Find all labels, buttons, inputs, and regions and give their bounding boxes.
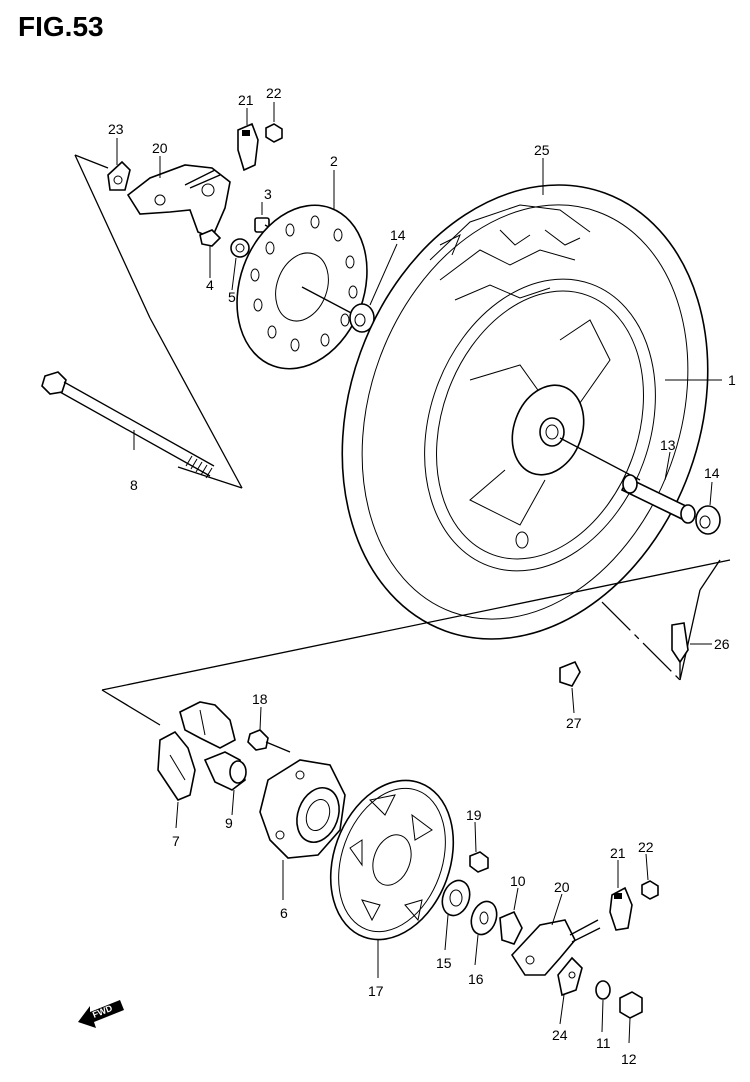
callout-1: 1 — [728, 372, 736, 388]
rear-wheel — [341, 184, 709, 640]
leader-lines — [116, 102, 722, 1044]
pad-clip-top — [237, 122, 283, 172]
washer — [470, 900, 498, 936]
callout-4: 4 — [206, 277, 214, 293]
callout-22-bottom: 22 — [638, 839, 654, 855]
chain-adjuster — [510, 919, 601, 976]
callout-2: 2 — [330, 153, 338, 169]
callout-11: 11 — [596, 1035, 611, 1051]
cush-drive-dampers — [157, 701, 236, 801]
callout-6: 6 — [280, 905, 288, 921]
callout-24: 24 — [552, 1027, 568, 1043]
pad-clip-bottom — [609, 880, 659, 931]
axle-bolt — [41, 371, 215, 479]
callout-19: 19 — [466, 807, 482, 823]
callout-25: 25 — [534, 142, 550, 158]
axle-center-line — [559, 437, 641, 481]
axle-washer — [595, 980, 611, 1000]
sprocket-drum — [259, 759, 346, 859]
caliper-bracket — [107, 160, 279, 258]
spacer-collar-right — [695, 505, 721, 535]
callout-21-bottom: 21 — [610, 845, 626, 861]
sprocket-bolt — [247, 729, 291, 753]
callout-27: 27 — [566, 715, 582, 731]
callout-13: 13 — [660, 437, 676, 453]
callout-18: 18 — [252, 691, 268, 707]
section-divider-lines — [101, 559, 731, 726]
callout-17: 17 — [368, 983, 384, 999]
fwd-arrow-icon: FWD — [78, 1000, 124, 1028]
callout-5: 5 — [228, 289, 236, 305]
callout-numbers: 1 2 3 4 5 6 7 8 9 10 11 12 13 14 14 15 1… — [108, 85, 736, 1067]
callout-10: 10 — [510, 873, 526, 889]
callout-16: 16 — [468, 971, 484, 987]
callout-3: 3 — [264, 186, 272, 202]
callout-26: 26 — [714, 636, 730, 652]
rear-sprocket — [329, 779, 455, 941]
callout-21-top: 21 — [238, 92, 254, 108]
callout-22-top: 22 — [266, 85, 282, 101]
callout-14-left: 14 — [390, 227, 406, 243]
callout-14-right: 14 — [704, 465, 720, 481]
sprocket-collar — [203, 751, 247, 791]
spacer — [499, 910, 523, 945]
callout-12: 12 — [621, 1051, 637, 1067]
sprocket-nut — [469, 851, 489, 873]
wheel-spacer — [620, 474, 696, 524]
brake-disc — [236, 204, 368, 370]
callout-20-top: 20 — [152, 140, 168, 156]
figure-title: FIG.53 — [18, 11, 104, 42]
callout-15: 15 — [436, 955, 452, 971]
balance-weight — [559, 660, 581, 687]
adjuster-plate — [557, 956, 583, 997]
callout-20-bottom: 20 — [554, 879, 570, 895]
callout-23: 23 — [108, 121, 124, 137]
axle-nut — [619, 991, 643, 1019]
spacer-collar-left — [349, 303, 375, 333]
callout-7: 7 — [172, 833, 180, 849]
callout-8: 8 — [130, 477, 138, 493]
tire-valve — [671, 622, 689, 678]
callout-9: 9 — [225, 815, 233, 831]
bearing — [441, 879, 471, 917]
